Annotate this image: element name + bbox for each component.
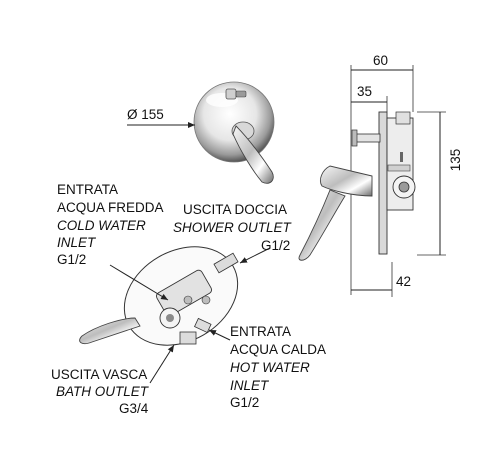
svg-text:USCITA VASCA: USCITA VASCA: [51, 367, 147, 382]
svg-text:HOT WATER: HOT WATER: [230, 360, 310, 375]
svg-text:ACQUA FREDDA: ACQUA FREDDA: [57, 200, 164, 215]
svg-text:G1/2: G1/2: [230, 395, 259, 410]
diameter-label: Ø 155: [127, 107, 164, 122]
dim-width-inner: 35: [357, 84, 372, 99]
label-shower-outlet: USCITA DOCCIA SHOWER OUTLET G1/2: [173, 202, 293, 253]
label-bath-outlet: USCITA VASCA BATH OUTLET G3/4: [51, 367, 150, 416]
svg-text:BATH OUTLET: BATH OUTLET: [56, 384, 150, 399]
dim-width-total: 60: [373, 53, 388, 68]
side-view: 60 35 135 42: [298, 53, 463, 297]
mixer-photo: [193, 81, 275, 184]
svg-text:ENTRATA: ENTRATA: [57, 182, 118, 197]
svg-text:G1/2: G1/2: [261, 238, 290, 253]
svg-text:ACQUA CALDA: ACQUA CALDA: [230, 342, 326, 357]
svg-text:USCITA DOCCIA: USCITA DOCCIA: [183, 202, 287, 217]
svg-text:INLET: INLET: [57, 235, 97, 250]
diameter-callout: Ø 155: [127, 107, 195, 128]
dim-height: 135: [448, 149, 463, 172]
svg-text:G3/4: G3/4: [119, 401, 149, 416]
label-hot-inlet: ENTRATA ACQUA CALDA HOT WATER INLET G1/2: [230, 324, 326, 410]
svg-text:SHOWER OUTLET: SHOWER OUTLET: [173, 220, 293, 235]
valve-body-drawing: [79, 246, 271, 384]
label-cold-inlet: ENTRATA ACQUA FREDDA COLD WATER INLET G1…: [57, 182, 164, 267]
dim-depth: 42: [396, 274, 411, 289]
svg-text:G1/2: G1/2: [57, 252, 86, 267]
mixer-lever: [231, 121, 274, 184]
svg-text:ENTRATA: ENTRATA: [230, 324, 291, 339]
diverter-knob: [225, 88, 247, 100]
svg-text:INLET: INLET: [230, 378, 270, 393]
svg-text:COLD WATER: COLD WATER: [57, 218, 146, 233]
